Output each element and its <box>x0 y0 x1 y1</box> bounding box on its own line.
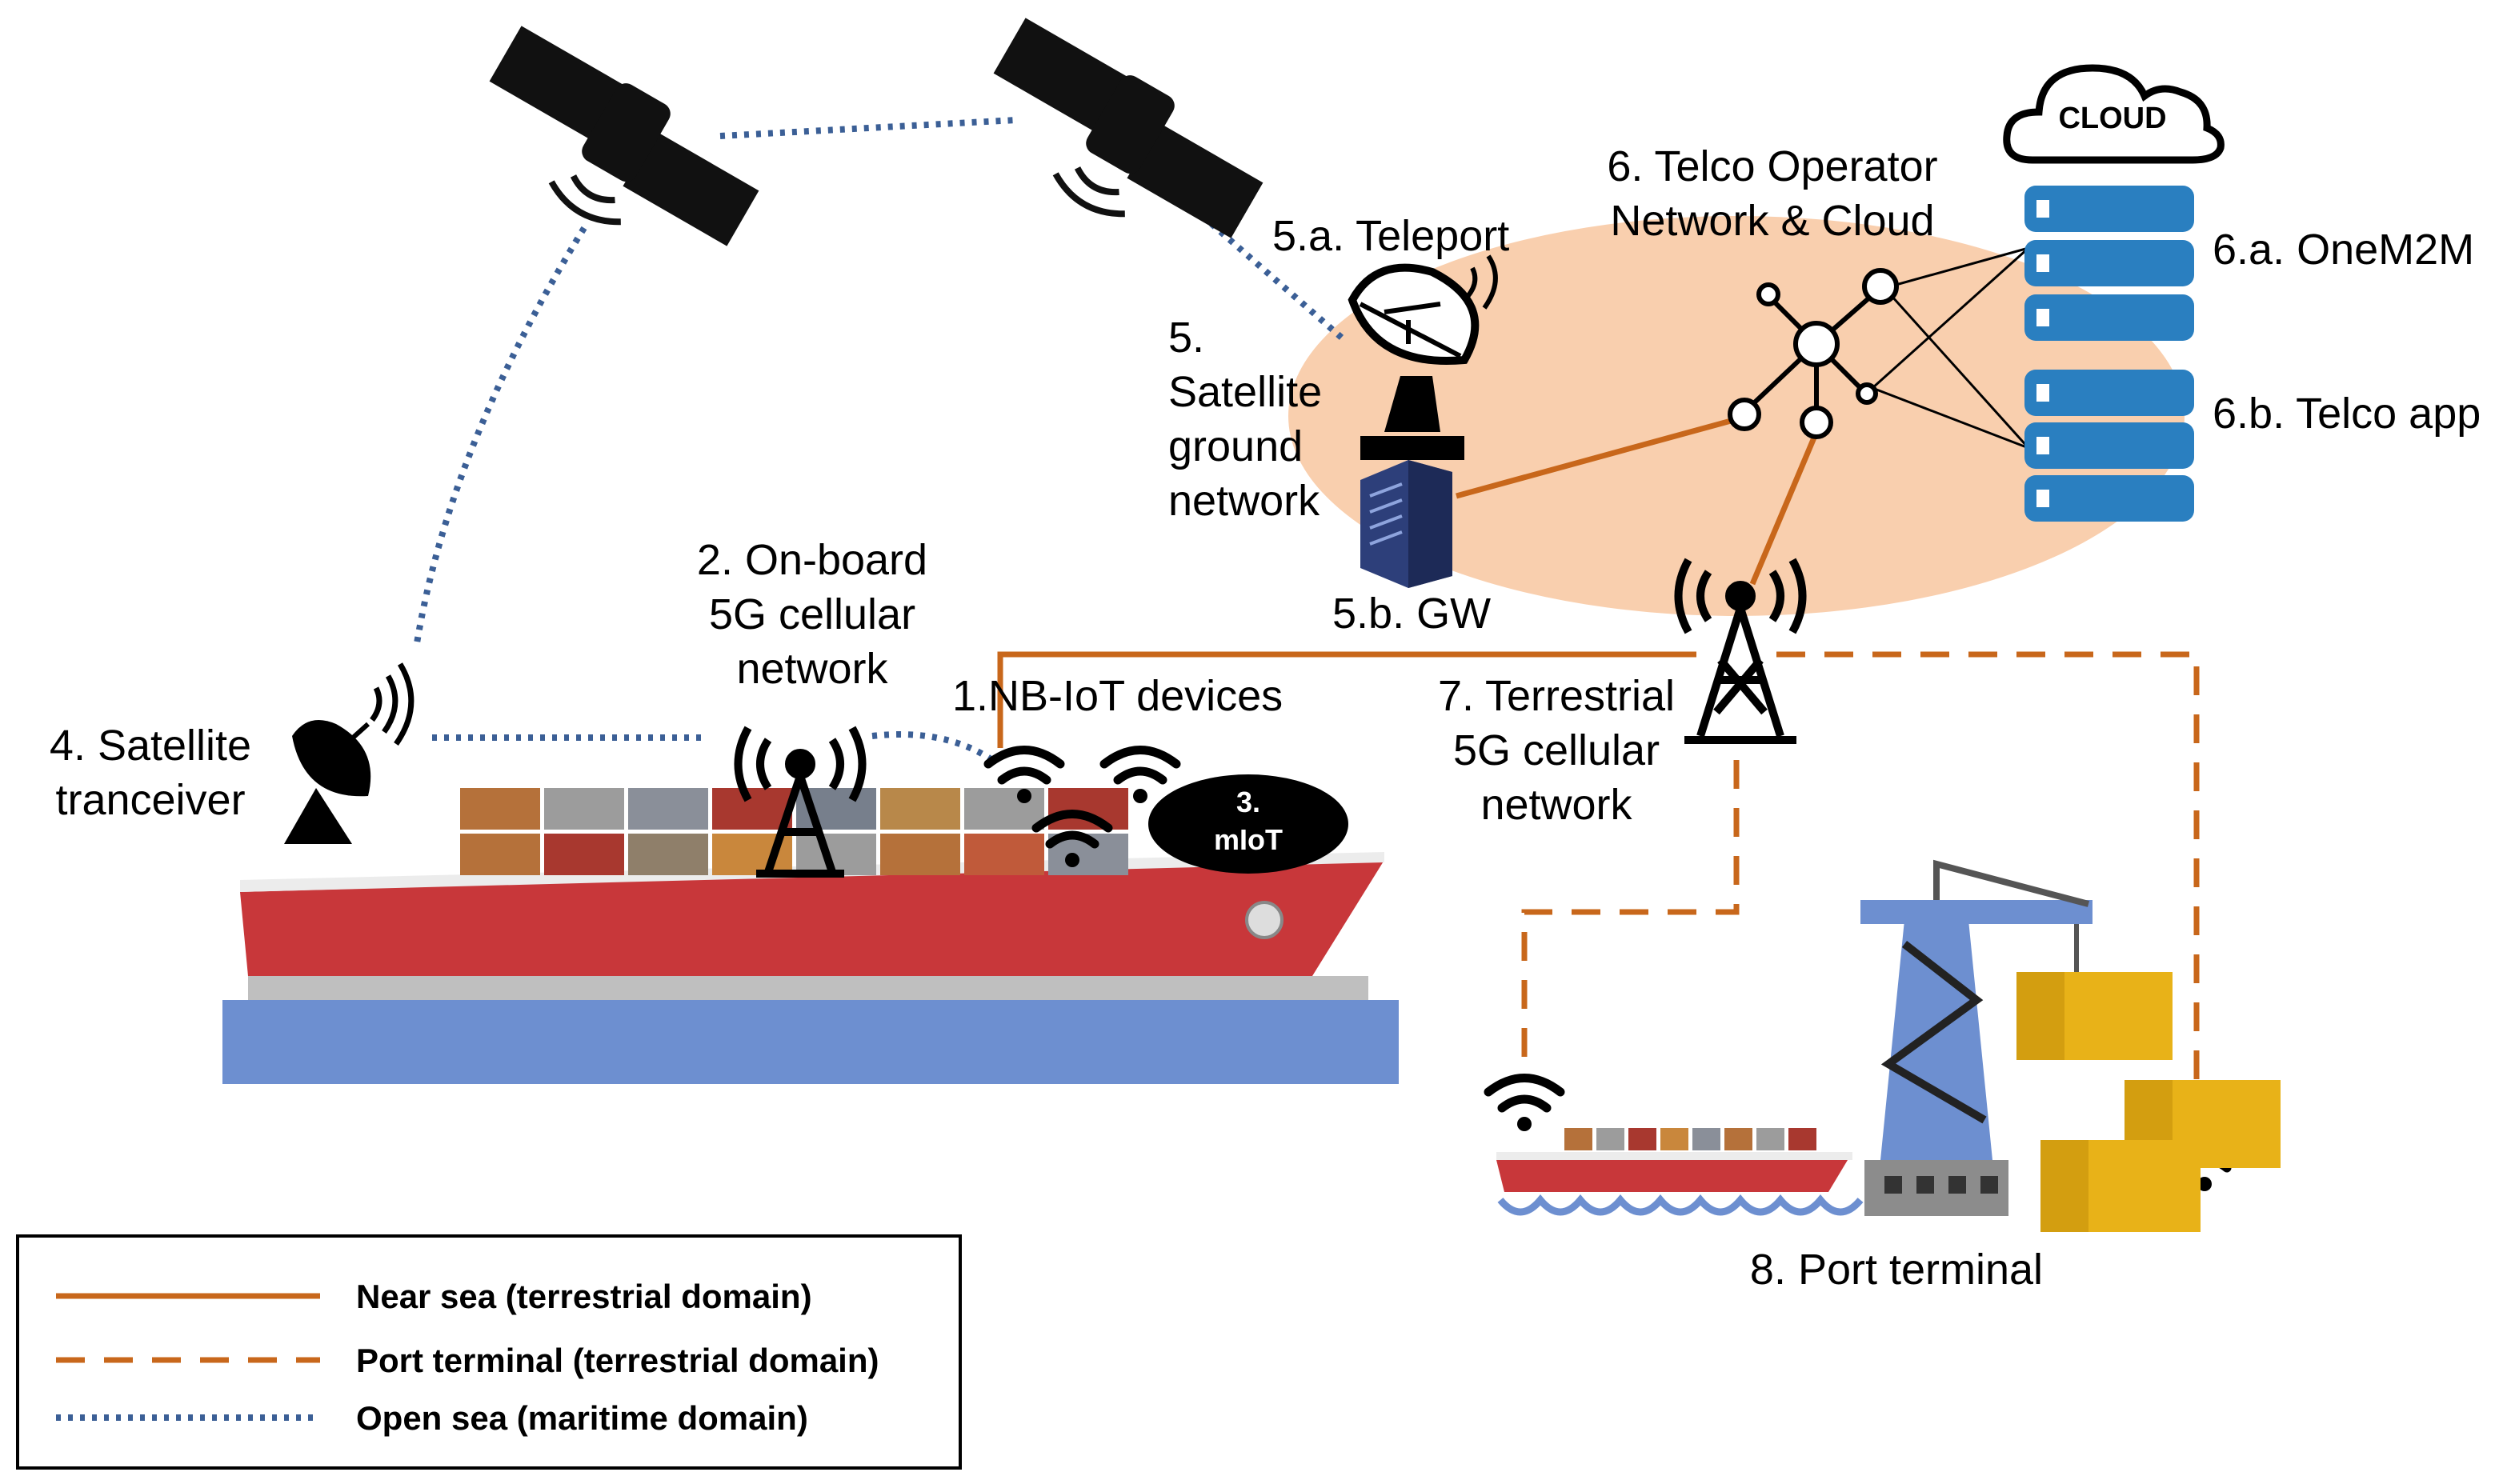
wifi-icon <box>1484 1074 1565 1131</box>
link-hub-telcoapp-2 <box>1872 386 2029 450</box>
labels: 2. On-board 5G cellular network 1.NB-IoT… <box>50 142 2481 1294</box>
satellite-icon <box>489 26 759 246</box>
cloud-label: CLOUD <box>2058 102 2166 135</box>
link-gw-hub <box>1456 413 1749 499</box>
telco-label-1: 6. Telco Operator <box>1607 142 1937 190</box>
gateway-server-icon <box>1360 460 1452 588</box>
terrestrial-label-3: network <box>1480 781 1632 829</box>
port-crane-illustration <box>1860 859 2092 1216</box>
onem2m-label: 6.a. OneM2M <box>2213 226 2474 274</box>
onem2m-server-stack-icon <box>2024 186 2194 341</box>
onboard-label-1: 2. On-board <box>697 536 927 584</box>
containers <box>460 788 1128 875</box>
teleport-dish-icon <box>1348 254 1498 460</box>
satellite-transceiver-icon <box>284 662 414 844</box>
sea <box>222 1000 1399 1084</box>
legend-text-port-terminal: Port terminal (terrestrial domain) <box>356 1342 879 1379</box>
gw-label: 5.b. GW <box>1332 590 1491 638</box>
legend: Near sea (terrestrial domain) Port termi… <box>16 1234 962 1470</box>
link-hub-onem2m-1 <box>1884 246 2029 290</box>
sat-ground-label-3: ground <box>1168 422 1303 470</box>
satellite-icon <box>993 18 1264 238</box>
telco-label-2: Network & Cloud <box>1610 197 1934 245</box>
telco-app-server-stack-icon <box>2024 370 2194 522</box>
miot-label-line2: mIoT <box>1214 823 1283 856</box>
sat-transceiver-label-2: tranceiver <box>55 776 245 824</box>
sat-transceiver-label-1: 4. Satellite <box>50 722 251 770</box>
link-sat1-transceiver <box>413 226 587 649</box>
nbiot-label: 1.NB-IoT devices <box>952 672 1283 720</box>
onboard-label-3: network <box>736 645 888 693</box>
cloud-icon: CLOUD <box>2003 64 2225 164</box>
link-hub-telcoapp-1 <box>1883 286 2030 450</box>
terrestrial-label-2: 5G cellular <box>1453 726 1660 774</box>
sat-ground-label-4: network <box>1168 477 1320 525</box>
legend-text-open-sea: Open sea (maritime domain) <box>356 1399 808 1437</box>
container-ship-illustration <box>222 788 1399 1084</box>
terrestrial-tower-icon <box>1674 558 1807 744</box>
wifi-icon <box>1031 810 1113 867</box>
sat-ground-label-2: Satellite <box>1168 368 1322 416</box>
link-sat1-sat2 <box>719 117 1017 139</box>
telco-app-label: 6.b. Telco app <box>2213 390 2481 438</box>
link-hub-tower <box>1749 430 1820 586</box>
legend-text-near-sea: Near sea (terrestrial domain) <box>356 1278 812 1315</box>
miot-badge: 3. mIoT <box>1148 774 1348 874</box>
wifi-icon <box>1099 746 1181 803</box>
yellow-containers-illustration <box>2016 972 2281 1232</box>
onboard-tower-icon <box>734 726 867 878</box>
link-onboard-nbiot <box>871 731 995 763</box>
legend-box <box>16 1234 962 1470</box>
teleport-label: 5.a. Teleport <box>1272 212 1509 260</box>
onboard-label-2: 5G cellular <box>709 590 915 638</box>
wifi-icon <box>983 746 1065 803</box>
port-ship-illustration <box>1496 1128 1864 1216</box>
link-onboard-tower <box>997 651 1696 748</box>
port-label: 8. Port terminal <box>1750 1246 2043 1294</box>
sat-ground-label-1: 5. <box>1168 314 1204 362</box>
link-tower-port-ship <box>1521 760 1740 1080</box>
network-hub-icon <box>1728 268 1899 439</box>
miot-label-line1: 3. <box>1236 786 1260 818</box>
link-hub-onem2m-2 <box>1871 246 2030 390</box>
links <box>413 117 2200 1104</box>
terrestrial-label-1: 7. Terrestrial <box>1438 672 1675 720</box>
